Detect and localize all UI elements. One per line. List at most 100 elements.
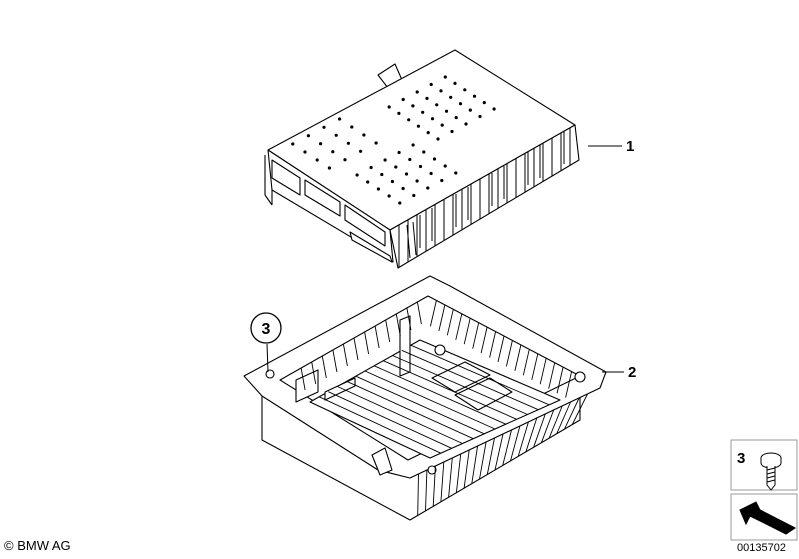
vent-hole: [397, 150, 401, 155]
vent-hole: [411, 143, 415, 147]
vent-hole: [453, 81, 457, 85]
vent-hole: [376, 187, 380, 191]
diagram-number: 00135702: [737, 542, 786, 554]
vent-hole: [463, 88, 467, 92]
tray-rib: [480, 326, 488, 354]
tray-rib: [548, 362, 556, 389]
vent-hole: [306, 134, 310, 138]
callout-1: 1: [626, 138, 634, 155]
tray-rib: [565, 371, 573, 398]
vent-hole: [449, 95, 453, 99]
copyright-notice: © BMW AG: [4, 538, 71, 553]
arrow-icon: [739, 501, 796, 535]
tray-rib: [446, 309, 454, 336]
tray-rib: [432, 465, 436, 507]
vent-hole: [492, 107, 496, 111]
vent-hole: [404, 172, 409, 176]
tray-rib: [342, 343, 348, 367]
vent-hole: [291, 142, 295, 146]
control-unit-heatsink: [389, 124, 580, 269]
vent-hole: [394, 165, 398, 169]
tray-rib: [364, 370, 496, 430]
vent-hole: [468, 108, 472, 112]
callout-2: 2: [628, 364, 636, 381]
vent-hole: [440, 123, 444, 127]
tray-rib: [353, 337, 359, 361]
tray-rib: [328, 391, 452, 449]
vent-hole: [436, 137, 440, 141]
vent-hole: [454, 171, 458, 175]
vent-hole: [362, 133, 366, 137]
control-unit: [264, 49, 580, 269]
vent-hole: [412, 193, 416, 198]
tray-rib: [410, 344, 550, 406]
vent-hole: [319, 142, 323, 146]
vent-hole: [440, 178, 444, 183]
legend-symbol-box: [730, 493, 798, 541]
vent-hole: [374, 141, 378, 145]
vent-hole: [387, 105, 391, 109]
tray-rib: [571, 393, 588, 425]
vent-hole: [482, 101, 486, 105]
tray-rib: [438, 304, 446, 332]
vent-hole: [366, 180, 370, 184]
vent-hole: [415, 179, 419, 183]
tray-rib: [497, 335, 505, 363]
tray-rib: [472, 322, 480, 349]
tray-rib: [395, 313, 401, 337]
vent-hole: [359, 149, 363, 153]
vent-hole: [421, 110, 425, 114]
tray-rib: [522, 349, 530, 376]
vent-hole: [334, 133, 338, 137]
tray-rib: [383, 360, 517, 420]
vent-hole: [464, 122, 468, 126]
leader-lines: [266, 145, 624, 373]
tray-rib: [429, 300, 437, 327]
svg-text:3: 3: [737, 450, 745, 467]
tray-rib: [525, 417, 538, 452]
tray-rib: [416, 301, 422, 325]
vent-hole: [383, 158, 387, 162]
tray-rib: [392, 355, 528, 415]
callout-3-circle: 3: [250, 312, 282, 344]
tray-rib: [489, 331, 497, 358]
tray-rib: [332, 349, 338, 373]
tray-rib: [517, 421, 529, 457]
vent-hole: [322, 125, 326, 129]
vent-hole: [432, 157, 437, 161]
vent-hole: [426, 186, 430, 190]
vent-hole: [397, 111, 401, 115]
tray-rib: [374, 365, 506, 425]
tray-rib: [539, 358, 547, 385]
tray-rib: [417, 473, 419, 516]
vent-hole: [478, 114, 482, 119]
tray-rib: [346, 380, 474, 440]
vent-hole: [390, 179, 394, 184]
vent-hole: [338, 117, 342, 121]
tray-rib: [425, 469, 428, 511]
vent-hole: [369, 165, 373, 170]
svg-text:3: 3: [262, 321, 271, 338]
tray-rib: [440, 461, 445, 502]
tray-rib: [401, 349, 539, 411]
vent-hole: [422, 150, 426, 154]
tray-ribs: [300, 300, 588, 516]
vent-hole: [411, 104, 415, 108]
tray-rib: [564, 397, 580, 430]
tray-rib: [463, 449, 470, 489]
tray-rib: [494, 433, 504, 471]
legend-screw-box: 3: [730, 439, 798, 491]
vent-hole: [439, 89, 443, 93]
vent-hole: [435, 103, 439, 107]
vent-hole: [415, 90, 419, 94]
vent-hole: [443, 75, 447, 79]
vent-hole: [355, 173, 359, 177]
vent-hole: [303, 150, 307, 154]
tray-rib: [455, 313, 463, 340]
vent-hole: [327, 166, 331, 170]
tray-rib: [479, 441, 487, 480]
tray-rib: [533, 413, 546, 448]
vent-hole: [315, 158, 319, 162]
tray-rib: [337, 386, 463, 444]
